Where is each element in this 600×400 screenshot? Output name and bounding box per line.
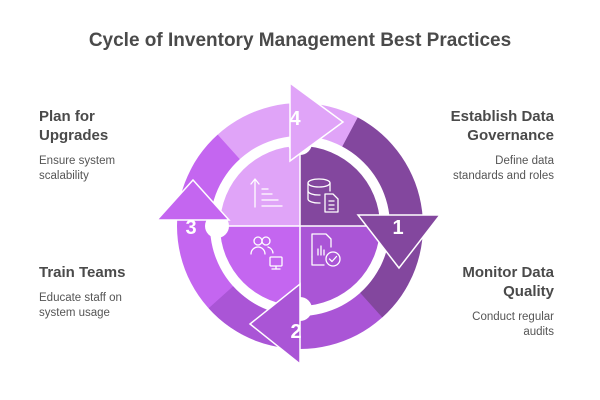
step-3-label: Train Teams Educate staff on system usag… (39, 263, 209, 321)
scale-up-icon (250, 178, 283, 208)
diagram-title: Cycle of Inventory Management Best Pract… (88, 30, 512, 51)
step-2-title: Monitor Data Quality (462, 264, 554, 300)
arrow-head-step-4 (289, 81, 345, 163)
step-3-title: Train Teams (39, 264, 126, 281)
users-computer-icon (250, 236, 283, 270)
step-1-description: Define data standards and roles (452, 155, 554, 182)
step-2-label: Monitor Data Quality Conduct regular aud… (384, 263, 554, 340)
quadrant-step-3 (220, 226, 300, 306)
quadrant-dividers (224, 150, 376, 302)
step-1-title: Establish Data Governance (450, 108, 554, 144)
quadrant-step-1 (300, 146, 380, 226)
step-4-description: Ensure system scalability (39, 155, 116, 182)
quadrant-step-2 (300, 226, 380, 306)
ring-segment-step-1 (342, 117, 424, 318)
step-1-label: Establish Data Governance Define data st… (384, 107, 554, 184)
step-4-label: Plan for Upgrades Ensure system scalabil… (39, 107, 209, 184)
step-2-number: 2 (290, 321, 301, 343)
step-3-number: 3 (185, 217, 196, 239)
quadrants (220, 146, 380, 306)
step-3-description: Educate staff on system usage (39, 292, 122, 319)
step-2-description: Conduct regular audits (472, 311, 554, 338)
arrow-head-step-2 (248, 282, 301, 366)
step-1-number: 1 (392, 217, 403, 239)
arrow-head-step-1 (356, 214, 442, 270)
database-document-icon (307, 178, 339, 213)
step-4-number: 4 (289, 108, 301, 130)
step-4-title: Plan for Upgrades (39, 108, 109, 144)
arrow-head-step-3 (155, 178, 231, 221)
arrow-heads (155, 81, 442, 366)
report-check-icon (311, 233, 341, 267)
